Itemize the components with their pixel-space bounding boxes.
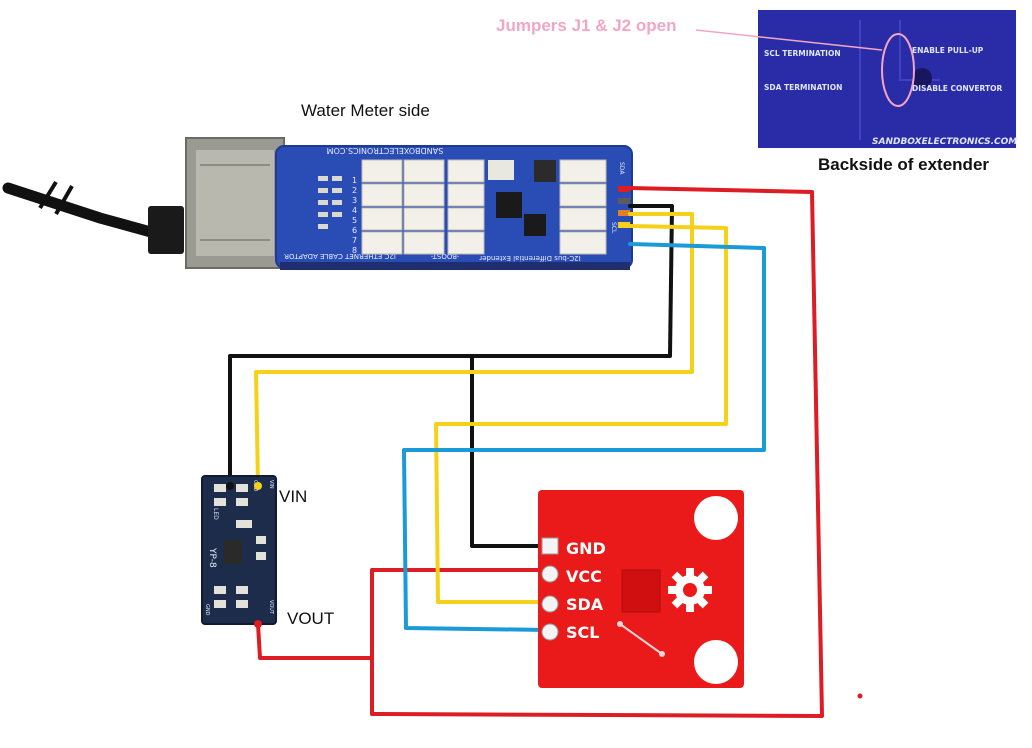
terminal-block-left [361, 159, 485, 255]
stray-dot [857, 693, 863, 699]
enable-pullup-label: ENABLE PULL-UP [912, 46, 984, 55]
extender-row-labels: 1 2 3 4 5 6 7 8 [352, 176, 357, 255]
scl-termination-label: SCL TERMINATION [764, 49, 841, 58]
sensor-board: GND VCC SDA SCL [538, 490, 744, 688]
blue-wire [402, 242, 766, 632]
extender-website-text: SANDBOXELECTRONICS.COM [327, 146, 444, 155]
pad-gnd [541, 537, 559, 555]
regulator-pin-label: GND [204, 604, 210, 616]
water-meter-side-label: Water Meter side [301, 101, 430, 120]
regulator-chip [224, 540, 242, 564]
ethernet-cable [2, 180, 184, 254]
regulator-pin-label: VIN [268, 480, 274, 489]
row-label: 2 [352, 186, 357, 195]
sensor-chip [621, 569, 661, 613]
red-wire [370, 186, 824, 718]
vout-label: VOUT [287, 609, 334, 628]
backside-website-text: SANDBOXELECTRONICS.COM [872, 137, 1017, 147]
terminal-block-right [559, 159, 607, 255]
regulator-led-text: LED [212, 508, 219, 520]
mounting-hole [694, 496, 738, 540]
regulator-gnd-pin [226, 482, 234, 490]
regulator-pin-label: VOUT [268, 600, 274, 615]
jumpers-note: Jumpers J1 & J2 open [496, 16, 676, 35]
row-label: 5 [352, 216, 357, 225]
regulator-board: YP-8 LED GND VIN GND VOUT [201, 475, 277, 625]
regulator-model-text: YP-8 [207, 547, 217, 568]
disable-convertor-label: DISABLE CONVERTOR [912, 84, 1002, 93]
row-label: 3 [352, 196, 357, 205]
inductor [534, 160, 556, 182]
row-label: 8 [352, 246, 357, 255]
side-pin-label: SDA [618, 162, 625, 175]
row-label: 7 [352, 236, 357, 245]
wires [228, 186, 824, 718]
pad-scl [541, 623, 559, 641]
mounting-hole [694, 640, 738, 684]
sensor-pin-label: SCL [566, 623, 599, 642]
extender-title-text: I2C-bus Differential Extender [479, 254, 581, 262]
backside-caption: Backside of extender [818, 155, 989, 174]
ic-chip [524, 214, 546, 236]
regulator-vout-pin [254, 620, 262, 628]
vin-label: VIN [279, 487, 307, 506]
row-label: 4 [352, 206, 357, 215]
jumper-highlight-ellipse [881, 33, 915, 107]
yellow-wire [254, 212, 694, 488]
jumper-pointer-line [695, 29, 883, 51]
sensor-pin-label: SDA [566, 595, 604, 614]
black-wire [470, 354, 550, 548]
gear-icon [668, 568, 712, 612]
extender-adaptor-text: I2C ETHERNET CABLE ADAPTOR [284, 252, 396, 260]
sda-termination-label: SDA TERMINATION [764, 83, 842, 92]
side-pin-label: SCL [610, 222, 617, 234]
backside-pcb [758, 10, 1016, 148]
sensor-pin-label: GND [566, 539, 606, 558]
yellow-wire [434, 224, 728, 604]
extender-boost-text: -BOOST- [430, 252, 459, 260]
backside-board-photo: SCL TERMINATION SDA TERMINATION ENABLE P… [758, 10, 1017, 148]
regulator-vin-pin [254, 482, 262, 490]
ic-chip [496, 192, 522, 218]
row-label: 1 [352, 176, 357, 185]
sensor-pin-label: VCC [566, 567, 602, 586]
pad-sda [541, 595, 559, 613]
red-wire [256, 622, 374, 660]
black-wire [228, 204, 674, 488]
row-label: 6 [352, 226, 357, 235]
pad-vcc [541, 565, 559, 583]
extender-board: SANDBOXELECTRONICS.COM I2C ETHERNET CABL… [185, 137, 633, 270]
